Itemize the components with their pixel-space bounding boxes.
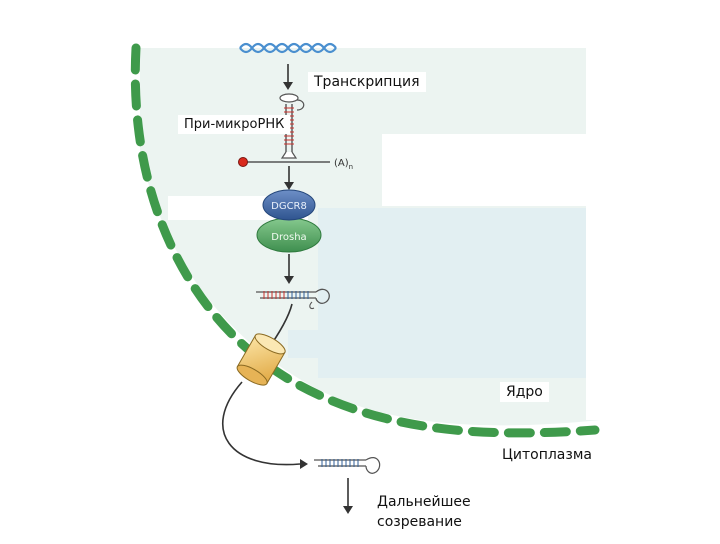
pri-mirna-label: При-микроРНК [178,115,291,134]
drosha-label: Drosha [271,232,306,243]
poly-a-label: (A)n [334,158,353,171]
nucleus-panel-blank-top [382,134,600,206]
dna-helix-icon [239,42,337,54]
dgcr8-protein [262,189,316,221]
exportin-pore-icon [236,333,286,386]
dgcr8-label: DGCR8 [271,201,307,212]
processing-arrow-icon [284,166,294,190]
cytoplasm-path [222,381,301,466]
further-maturation-line1: Дальнейшее [377,494,471,510]
pre-mirna-hairpin-icon [256,288,330,310]
cleavage-arrow-icon [284,254,294,284]
nucleus-panel-strip [288,330,408,358]
further-maturation-label: Дальнейшее созревание [377,492,517,532]
cytoplasm-label: Цитоплазма [502,447,592,463]
cytoplasm-pre-mirna-icon [314,457,381,474]
cap-icon [238,157,248,167]
transcription-arrow-icon [283,64,293,90]
nuclear-membrane [130,43,600,438]
maturation-arrow-icon [343,478,353,514]
transcription-label: Транскрипция [308,72,426,92]
further-maturation-line2: созревание [377,514,462,530]
nucleus-label: Ядро [500,382,549,402]
cytoplasm-arrowhead-icon [300,459,308,469]
nucleus-panel-blank-right [586,48,600,420]
